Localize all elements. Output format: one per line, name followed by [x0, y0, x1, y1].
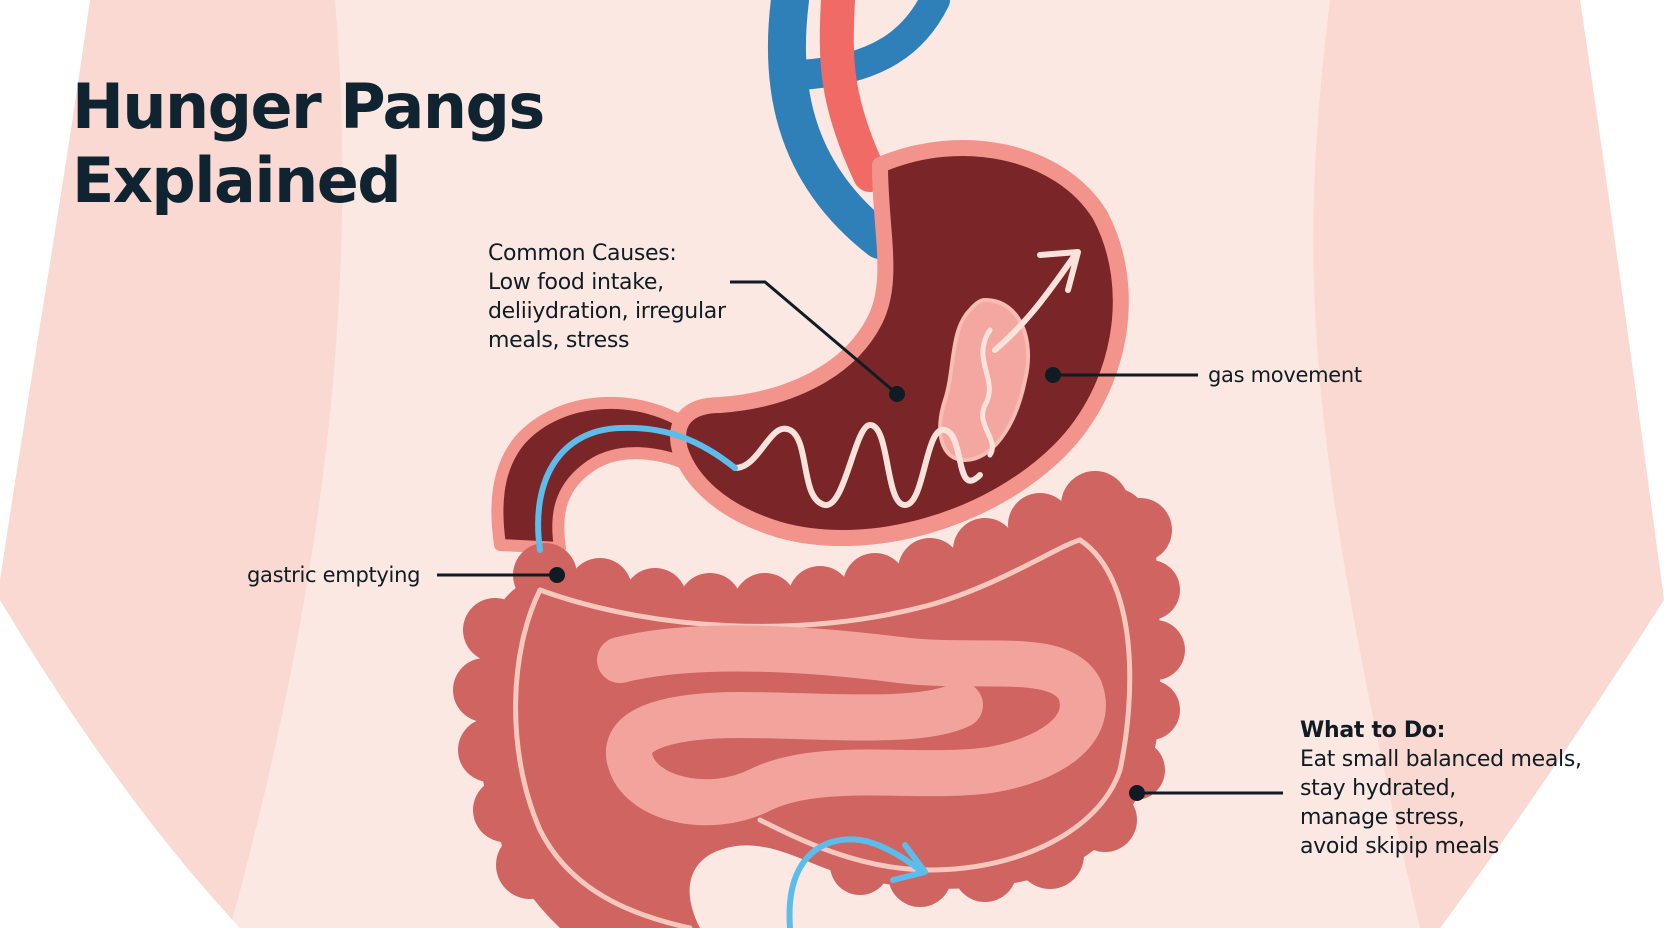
leader-lines: [437, 280, 1283, 795]
duodenum: [491, 396, 706, 554]
leader-dots: [549, 367, 1145, 801]
gas-swirl: [980, 327, 995, 458]
dot-causes: [889, 386, 905, 402]
callout-todo-line: stay hydrated,: [1300, 776, 1456, 801]
colon-haustra: [453, 471, 1185, 907]
callout-causes-line: Low food intake,: [488, 270, 664, 295]
dot-todo: [1129, 785, 1145, 801]
callout-todo-line: manage stress,: [1300, 805, 1465, 830]
title-line-2: Explained: [72, 144, 402, 217]
title-line-1: Hunger Pangs: [72, 70, 545, 143]
contraction-wave: [732, 421, 983, 509]
flow-arrow-duodenum: [535, 424, 738, 553]
colon-centerline: [757, 537, 1133, 873]
red-artery: [819, 0, 887, 192]
callout-todo-heading: What to Do:: [1300, 718, 1446, 743]
flow-arrow-colon-head: [890, 842, 928, 883]
callout-causes-heading: Common Causes:: [488, 241, 677, 266]
callout-gastric-emptying: gastric emptying: [247, 563, 421, 587]
flow-arrow-colon: [786, 836, 923, 928]
blue-vein: [767, 0, 899, 259]
colon-centerline-top: [537, 537, 1083, 629]
callout-common-causes: Common Causes: Low food intake, deliiydr…: [488, 239, 726, 355]
callout-what-to-do: What to Do: Eat small balanced meals, st…: [1300, 716, 1582, 861]
callout-gas-movement: gas movement: [1208, 363, 1362, 387]
leader-causes: [730, 280, 897, 395]
stomach: [670, 140, 1129, 547]
dot-gas: [1045, 367, 1061, 383]
dot-emptying: [549, 567, 565, 583]
callout-todo-line: avoid skipip meals: [1300, 834, 1500, 859]
left-arm-gap: [0, 600, 240, 928]
page-title: Hunger Pangs Explained: [72, 70, 545, 218]
callout-causes-line: deliiydration, irregular: [488, 299, 726, 324]
right-arm-gap: [1440, 600, 1664, 928]
gas-arrow-head: [1037, 249, 1081, 293]
small-intestine: [597, 625, 1106, 826]
callout-todo-line: Eat small balanced meals,: [1300, 747, 1582, 772]
gas-arrow: [992, 252, 1078, 353]
colon-centerline-left: [513, 587, 693, 928]
callout-causes-line: meals, stress: [488, 328, 630, 353]
